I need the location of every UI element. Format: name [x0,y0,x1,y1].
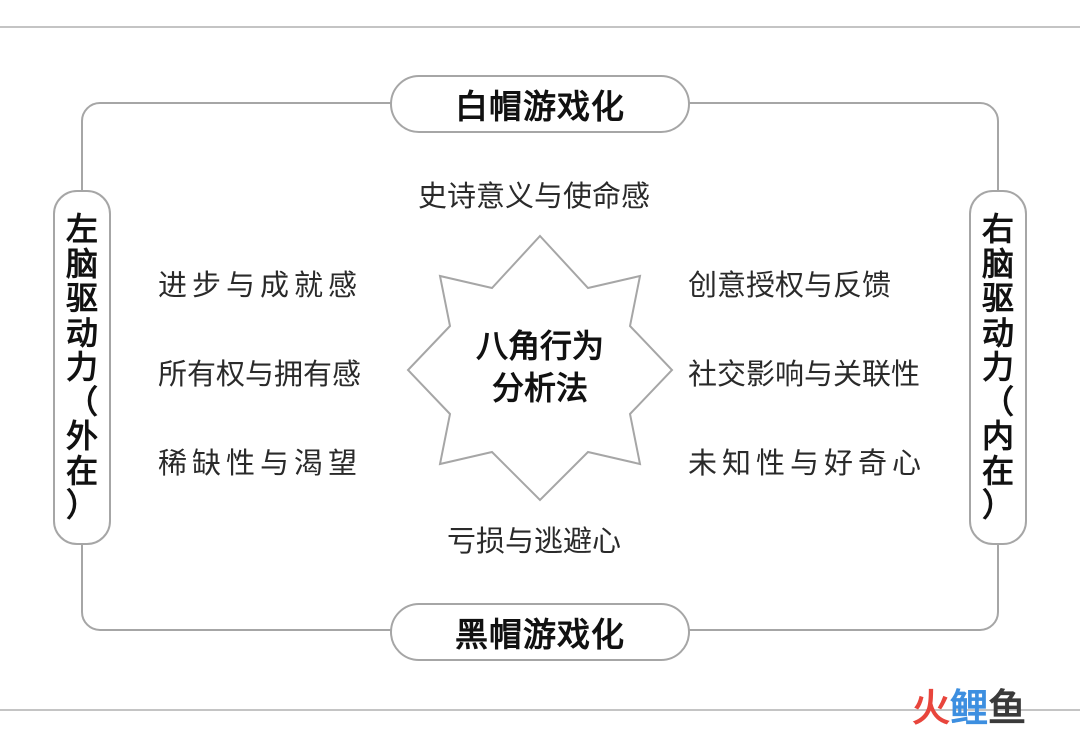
right-brain-char: ） [981,486,1014,525]
drive-scarcity: 稀缺性与渴望 [158,446,363,480]
drive-loss-avoidance: 亏损与逃避心 [447,524,622,558]
right-brain-char: 脑 [981,244,1014,283]
drive-unpredictability: 未知性与好奇心 [688,446,927,480]
drive-empowerment: 创意授权与反馈 [688,268,892,302]
left-brain-pill: 左 脑 驱 动 力 （ 外 在 ） [53,190,111,545]
watermark-logo: 火 鲤 鱼 [912,689,1026,727]
black-hat-pill: 黑帽游戏化 [390,603,690,661]
bottom-rule [0,709,1080,711]
left-brain-char: 力 [65,348,98,387]
octagram-star [406,234,674,502]
right-brain-pill: 右 脑 驱 动 力 （ 内 在 ） [969,190,1027,545]
left-brain-char: 左 [65,210,98,249]
center-title: 八角行为 分析法 [440,326,640,409]
right-brain-char: （ [981,382,1014,421]
drive-social-influence: 社交影响与关联性 [688,357,921,391]
watermark-char: 鱼 [988,686,1027,730]
right-brain-char: 右 [981,210,1014,249]
black-hat-label: 黑帽游戏化 [455,615,625,654]
right-brain-char: 动 [981,313,1014,352]
left-brain-char: 在 [65,451,98,490]
white-hat-pill: 白帽游戏化 [390,75,690,133]
right-brain-char: 力 [981,348,1014,387]
drive-epic-meaning: 史诗意义与使命感 [418,179,651,213]
left-brain-char: 脑 [65,244,98,283]
left-brain-char: （ [65,382,98,421]
white-hat-label: 白帽游戏化 [455,87,625,126]
center-title-line: 八角行为 [475,327,604,365]
drive-accomplishment: 进步与成就感 [158,268,363,302]
left-brain-char: 驱 [65,279,98,318]
right-brain-char: 在 [981,451,1014,490]
right-brain-char: 驱 [981,279,1014,318]
center-title-line: 分析法 [491,368,588,407]
right-brain-char: 内 [981,417,1014,456]
left-brain-char: ） [65,486,98,525]
left-brain-char: 动 [65,313,98,352]
left-brain-char: 外 [65,417,98,456]
watermark-char: 鲤 [950,686,989,730]
drive-ownership: 所有权与拥有感 [158,357,362,391]
watermark-char: 火 [912,686,951,730]
top-rule [0,26,1080,28]
